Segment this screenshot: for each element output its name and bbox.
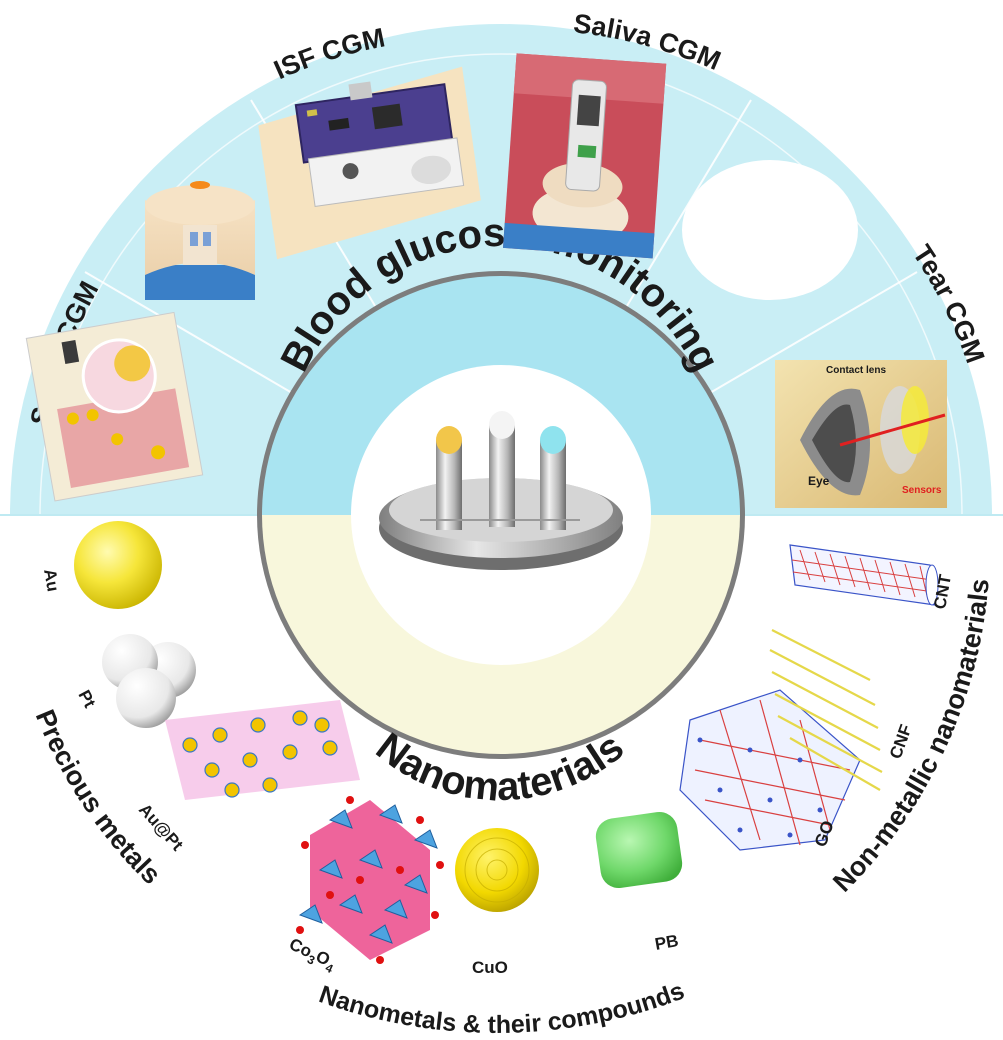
- isf-board-image: [258, 66, 481, 260]
- cuo-sphere: [455, 828, 539, 912]
- cnf-fibers: [769, 629, 883, 791]
- pb-cube: [595, 811, 683, 889]
- saliva-cgm-image: [502, 53, 667, 259]
- go-graphene-sheet: [679, 689, 861, 851]
- contact-lens-image: [682, 160, 858, 300]
- eye-label: Eye: [808, 474, 830, 488]
- tear-cgm-eye-image: Contact lens Eye Sensors: [775, 360, 947, 508]
- cnt-nanotube: [789, 544, 939, 606]
- cuo-label: CuO: [472, 958, 508, 977]
- sweat-cgm-image: [25, 311, 204, 502]
- contact-lens-label: Contact lens: [826, 365, 886, 376]
- co3o4-lattice: [296, 796, 444, 964]
- pt-spheres: [102, 634, 196, 728]
- co3o4-label: Co3O4: [285, 934, 340, 976]
- category-label-precious-metals: Precious metals: [30, 705, 167, 890]
- au-sphere: [74, 521, 162, 609]
- electrode-device-illustration: [379, 411, 623, 570]
- svg-text:Co3O4: Co3O4: [285, 934, 340, 976]
- sensors-label: Sensors: [902, 485, 942, 496]
- pb-label: PB: [653, 931, 680, 954]
- cnf-label: CNF: [886, 722, 916, 761]
- au-pt-structure: [165, 700, 360, 800]
- category-label-nanometals: Nanometals & their compounds: [315, 977, 688, 1035]
- pt-label: Pt: [74, 687, 99, 711]
- au-label: Au: [40, 567, 63, 593]
- isf-neck-image: [145, 181, 255, 300]
- monitoring-band: [10, 24, 992, 515]
